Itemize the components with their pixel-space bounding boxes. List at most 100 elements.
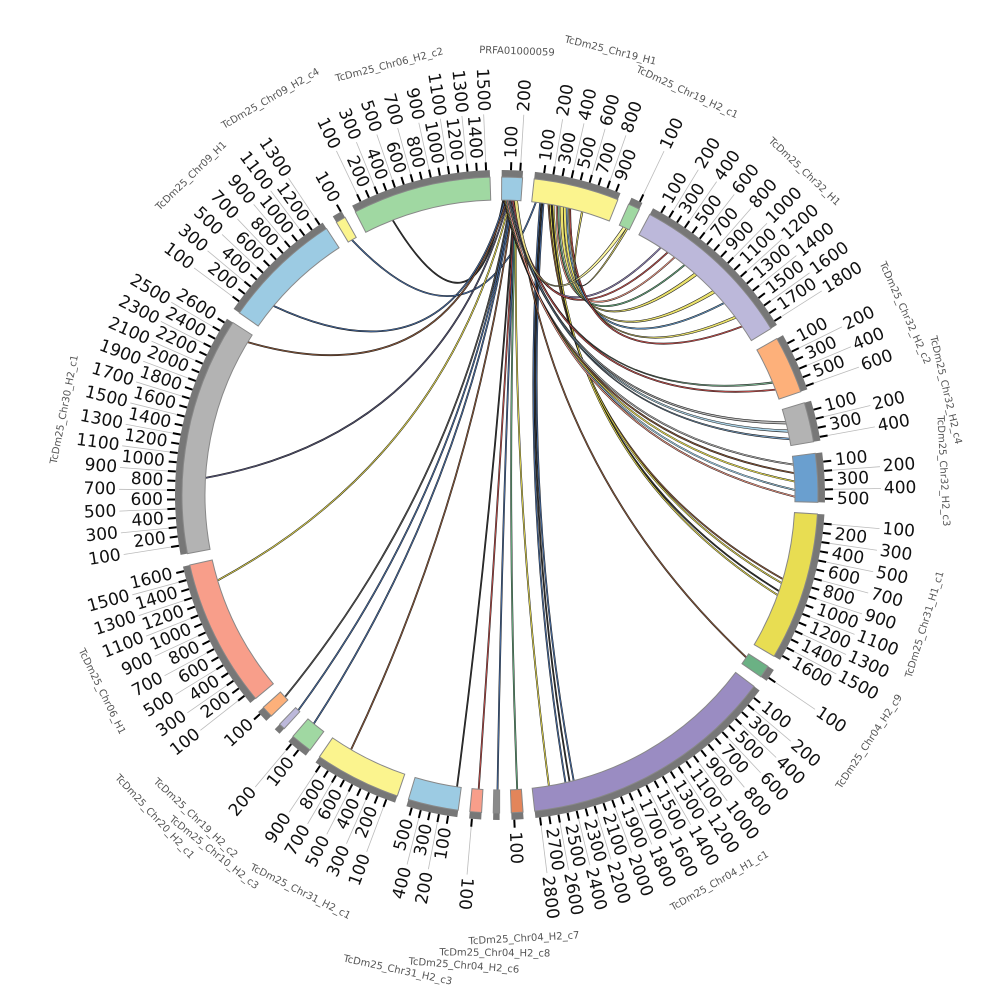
tick-mark	[548, 816, 552, 825]
tick-leader	[138, 600, 185, 617]
tick-leader	[673, 169, 699, 211]
tick-mark	[169, 535, 178, 539]
segment-block[interactable]	[531, 671, 755, 812]
tick-leader	[366, 806, 384, 853]
tick-mark	[269, 253, 277, 261]
tick-label: 700	[83, 479, 116, 499]
segment-block[interactable]	[492, 789, 501, 814]
link-line	[497, 200, 516, 790]
segment-block[interactable]	[318, 737, 406, 797]
tick-mark	[174, 422, 183, 427]
segment-tcdm25-chr31-h1-c1[interactable]: 1002003004005006007008009001000110012001…	[753, 512, 947, 705]
segment-block[interactable]	[189, 559, 275, 700]
tick-mark	[714, 737, 722, 745]
segment-block[interactable]	[531, 178, 619, 222]
tick-mark	[197, 631, 206, 637]
segment-block[interactable]	[741, 653, 769, 678]
segment-block[interactable]	[638, 213, 772, 342]
segment-block[interactable]	[469, 788, 484, 813]
tick-mark	[579, 172, 584, 181]
tick-leader	[713, 750, 745, 788]
tick-mark	[606, 180, 611, 189]
segment-block[interactable]	[781, 402, 815, 447]
segment-tcdm25-chr04-h2-c8[interactable]: TcDm25_Chr04_H2_c8	[438, 789, 550, 960]
segment-block[interactable]	[791, 452, 819, 503]
segment-block[interactable]	[354, 176, 492, 233]
segment-block[interactable]	[509, 788, 524, 814]
tick-mark	[805, 604, 814, 609]
tick-label: 800	[130, 469, 163, 490]
segment-tcdm25-chr32-h1[interactable]: 1002003004005006007008009001000110012001…	[638, 134, 866, 342]
tick-mark	[802, 373, 811, 379]
tick-mark	[187, 377, 197, 382]
tick-leader	[823, 405, 871, 418]
segment-block[interactable]	[407, 776, 462, 811]
tick-label: 600	[130, 490, 163, 510]
tick-mark	[291, 234, 298, 242]
tick-mark	[382, 182, 388, 191]
segment-tcdm25-chr06-h1[interactable]: 1002003004005006007008009001000110012001…	[75, 559, 275, 760]
tick-mark	[597, 177, 602, 186]
tick-mark	[653, 780, 660, 789]
tick-label: 100	[263, 753, 299, 791]
tick-leader	[775, 681, 816, 710]
tick-leader	[428, 821, 438, 870]
segment-block[interactable]	[756, 337, 802, 400]
tick-mark	[436, 814, 440, 823]
tick-mark	[168, 526, 177, 530]
link-line	[532, 202, 566, 783]
tick-mark	[356, 788, 362, 797]
tick-mark	[373, 795, 379, 804]
tick-mark	[203, 342, 212, 348]
tick-mark	[734, 718, 743, 726]
tick-leader	[376, 134, 393, 181]
segment-block[interactable]	[181, 321, 253, 555]
link-line	[510, 200, 518, 790]
tick-mark	[752, 284, 760, 292]
tick-mark	[816, 568, 825, 573]
tick-leader	[596, 813, 612, 860]
tick-leader	[591, 128, 606, 176]
tick-mark	[628, 792, 634, 801]
axis-band	[332, 211, 346, 223]
tick-leader	[397, 127, 411, 175]
tick-leader	[253, 204, 285, 242]
tick-leader	[649, 792, 672, 836]
tick-mark	[768, 676, 776, 684]
segment-tcdm25-chr19-h1[interactable]: 100200300400500600700800900TcDm25_Chr19_…	[531, 34, 658, 222]
segment-block[interactable]	[262, 691, 289, 717]
segment-block[interactable]	[335, 216, 357, 243]
segment-block[interactable]	[753, 512, 818, 658]
segment-tcdm25-chr06-h2-c2[interactable]: 1002003004005006007008009001000110012001…	[312, 46, 494, 233]
tick-leader	[609, 135, 627, 181]
tick-mark	[339, 779, 345, 788]
segment-tcdm25-chr04-h1-c1[interactable]: 1002003004005006007008009001000110012001…	[531, 671, 824, 920]
tick-leader	[119, 508, 168, 512]
tick-mark	[706, 237, 713, 246]
segment-block[interactable]	[618, 203, 641, 231]
segment-block[interactable]	[292, 718, 325, 751]
tick-mark	[821, 541, 830, 545]
tick-label: 1500	[472, 68, 494, 112]
tick-label: 100	[656, 115, 688, 153]
tick-mark	[552, 166, 556, 175]
tick-leader	[746, 238, 783, 272]
segment-block[interactable]	[278, 706, 301, 730]
tick-mark	[786, 646, 795, 653]
tick-label: 300	[878, 541, 913, 565]
tick-leader	[642, 150, 665, 195]
tick-mark	[584, 808, 589, 817]
tick-mark	[210, 656, 219, 663]
tick-mark	[818, 559, 827, 564]
tick-leader	[753, 709, 791, 742]
tick-mark	[215, 664, 224, 671]
segment-tcdm25-chr31-h2-c1[interactable]: 100200300400500600700800900TcDm25_Chr31_…	[247, 737, 406, 922]
tick-mark	[611, 799, 616, 808]
tick-mark	[298, 228, 306, 237]
tick-mark	[409, 173, 414, 183]
segment-block[interactable]	[238, 227, 340, 327]
segment-block[interactable]	[501, 176, 524, 202]
